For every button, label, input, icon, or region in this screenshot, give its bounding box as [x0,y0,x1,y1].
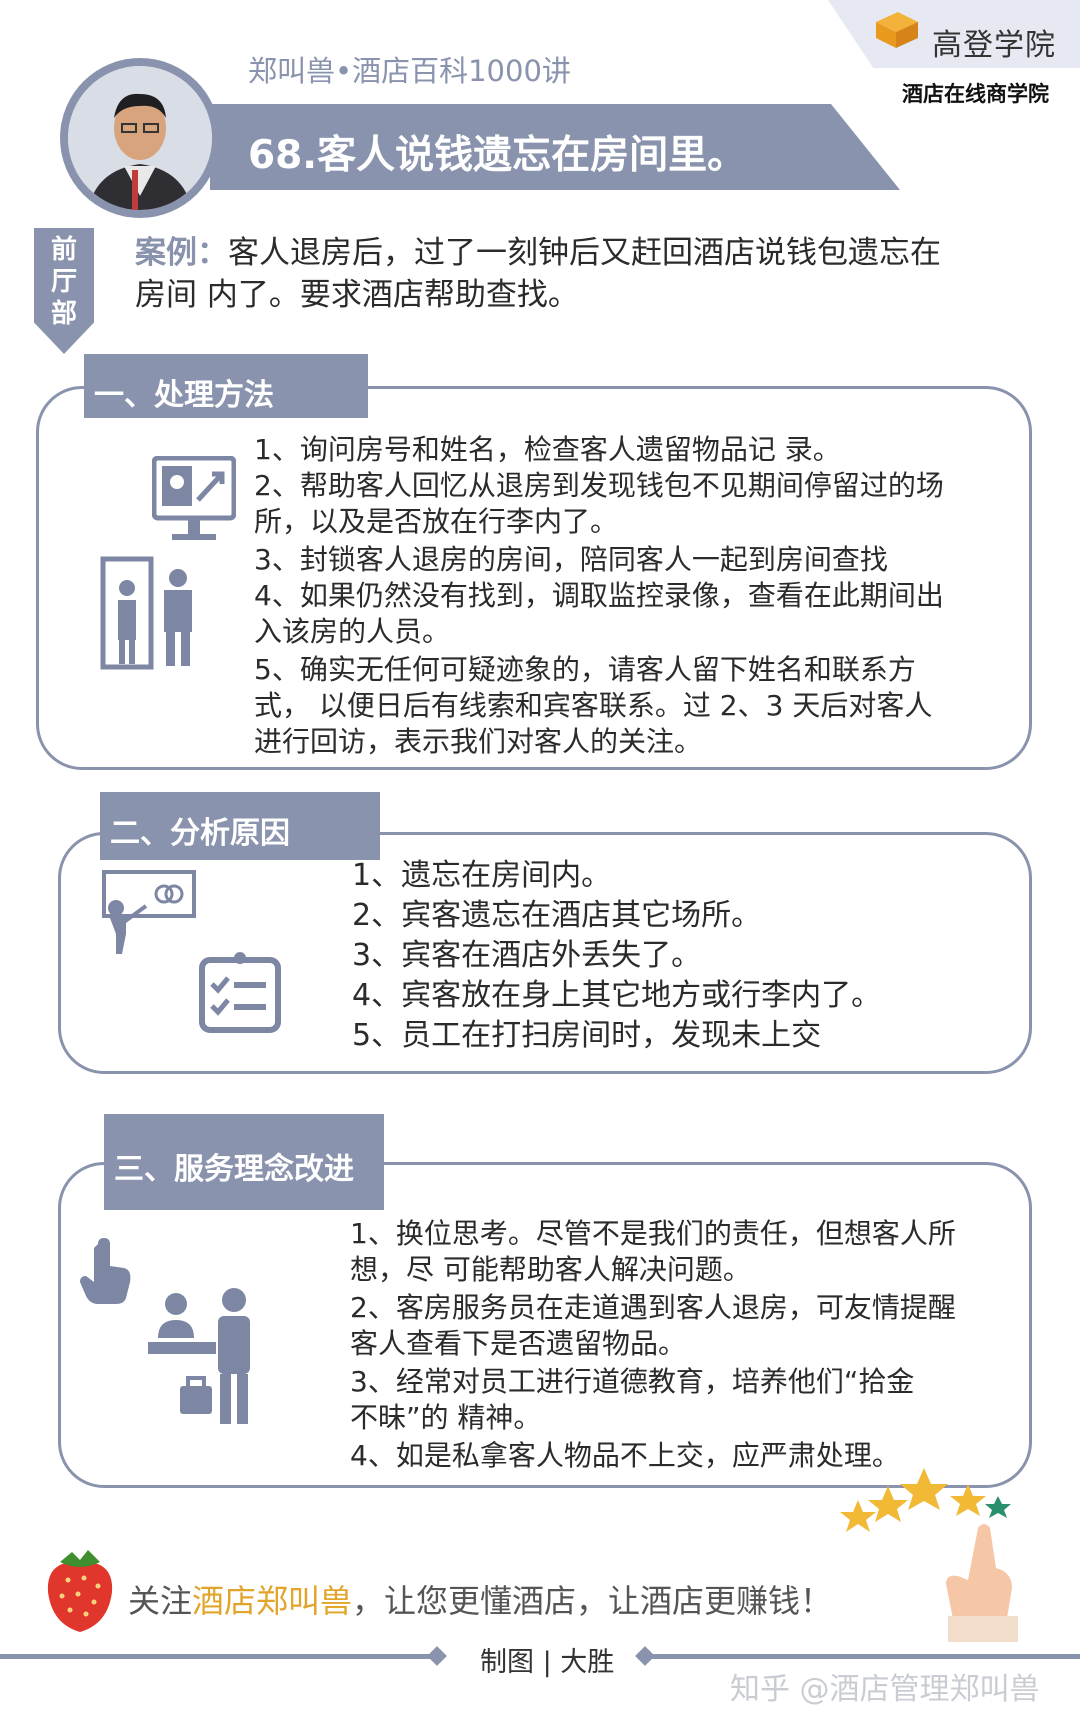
series-title: 郑叫兽•酒店百科1000讲 [248,54,571,88]
section-title: 一、处理方法 [94,378,274,413]
slogan-highlight: 酒店郑叫兽 [192,1582,353,1620]
footer-divider-left [0,1654,434,1659]
case-text: 客人退房后，过了一刻钟后又赶回酒店说钱包遗忘在 [228,235,941,271]
footer-divider-right [648,1654,1080,1659]
department-char: 部 [50,299,77,329]
department-char: 前 [50,235,77,265]
list-item: 不昧”的 精神。 [350,1401,542,1434]
security-gate-icon [100,556,200,674]
list-item: 客人查看下是否遗留物品。 [350,1327,687,1360]
avatar [68,66,212,210]
reception-desk-icon [148,1286,258,1430]
list-item: 4、宾客放在身上其它地方或行李内了。 [352,978,882,1013]
list-item: 1、换位思考。尽管不是我们的责任，但想客人所 [350,1217,956,1250]
logo-cube-icon [872,10,922,50]
brand-name: 高登学院 [932,28,1056,63]
checklist-icon [198,950,282,1038]
case-text-cont: 房间 内了。要求酒店帮助查找。 [135,277,579,313]
presentation-icon [98,868,198,958]
list-item: 2、宾客遗忘在酒店其它场所。 [352,898,762,933]
list-item: 2、客房服务员在走道遇到客人退房，可友情提醒 [350,1291,956,1324]
section-tab-improvement: 三、服务理念改进 [104,1114,384,1210]
brand-corner-band [828,0,1080,68]
list-item: 4、如果仍然没有找到，调取监控录像，查看在此期间出 [254,579,944,612]
footer-slogan: 关注酒店郑叫兽，让您更懂酒店，让酒店更赚钱！ [128,1576,832,1622]
list-item: 3、宾客在酒店外丢失了。 [352,938,702,973]
hand-pointer-icon [80,1238,132,1308]
department-tag [34,228,94,354]
section-panel-handling [36,386,1032,770]
list-item: 1、遗忘在房间内。 [352,858,612,893]
footer-diamond [427,1646,447,1666]
section-tab-handling: 一、处理方法 [84,354,368,418]
list-item: 进行回访，表示我们对客人的关注。 [254,725,703,758]
list-item: 5、确实无任何可疑迹象的，请客人留下姓名和联系方 [254,653,916,686]
list-item: 3、封锁客人退房的房间，陪同客人一起到房间查找 [254,543,888,576]
case-description: 案例：客人退房后，过了一刻钟后又赶回酒店说钱包遗忘在 房间 内了。要求酒店帮助查… [135,232,1035,316]
list-item: 式， 以便日后有线索和宾客联系。过 2、3 天后对客人 [254,689,933,722]
page-title: 68.客人说钱遗忘在房间里。 [248,133,747,178]
list-item: 2、帮助客人回忆从退房到发现钱包不见期间停留过的场 [254,469,944,502]
list-item: 所，以及是否放在行李内了。 [254,505,619,538]
slogan-prefix: 关注 [128,1582,193,1620]
section-tab-analysis: 二、分析原因 [100,792,380,860]
slogan-suffix: ，让您更懂酒店，让酒店更赚钱！ [352,1582,833,1620]
list-item: 入该房的人员。 [254,615,451,648]
stars-hand-icon [828,1464,1028,1648]
brand-subtitle: 酒店在线商学院 [902,82,1049,106]
list-item: 1、询问房号和姓名，检查客人遗留物品记 录。 [254,433,841,466]
list-item: 4、如是私拿客人物品不上交，应严肃处理。 [350,1439,900,1472]
department-char: 厅 [50,267,77,297]
watermark: 知乎 @酒店管理郑叫兽 [730,1672,1040,1707]
footer-credit: 制图 | 大胜 [480,1647,615,1678]
section-panel-analysis [58,832,1032,1074]
title-band [210,104,900,190]
strawberry-icon [40,1548,120,1638]
list-item: 5、员工在打扫房间时，发现未上交 [352,1018,822,1053]
case-label: 案例： [135,235,228,271]
computer-monitor-icon [151,455,237,556]
section-title: 二、分析原因 [110,816,290,851]
department-label: 前 厅 部 [34,234,94,330]
list-item: 3、经常对员工进行道德教育，培养他们“拾金 [350,1365,915,1398]
list-item: 想，尽 可能帮助客人解决问题。 [350,1253,751,1286]
section-title: 三、服务理念改进 [114,1152,354,1187]
